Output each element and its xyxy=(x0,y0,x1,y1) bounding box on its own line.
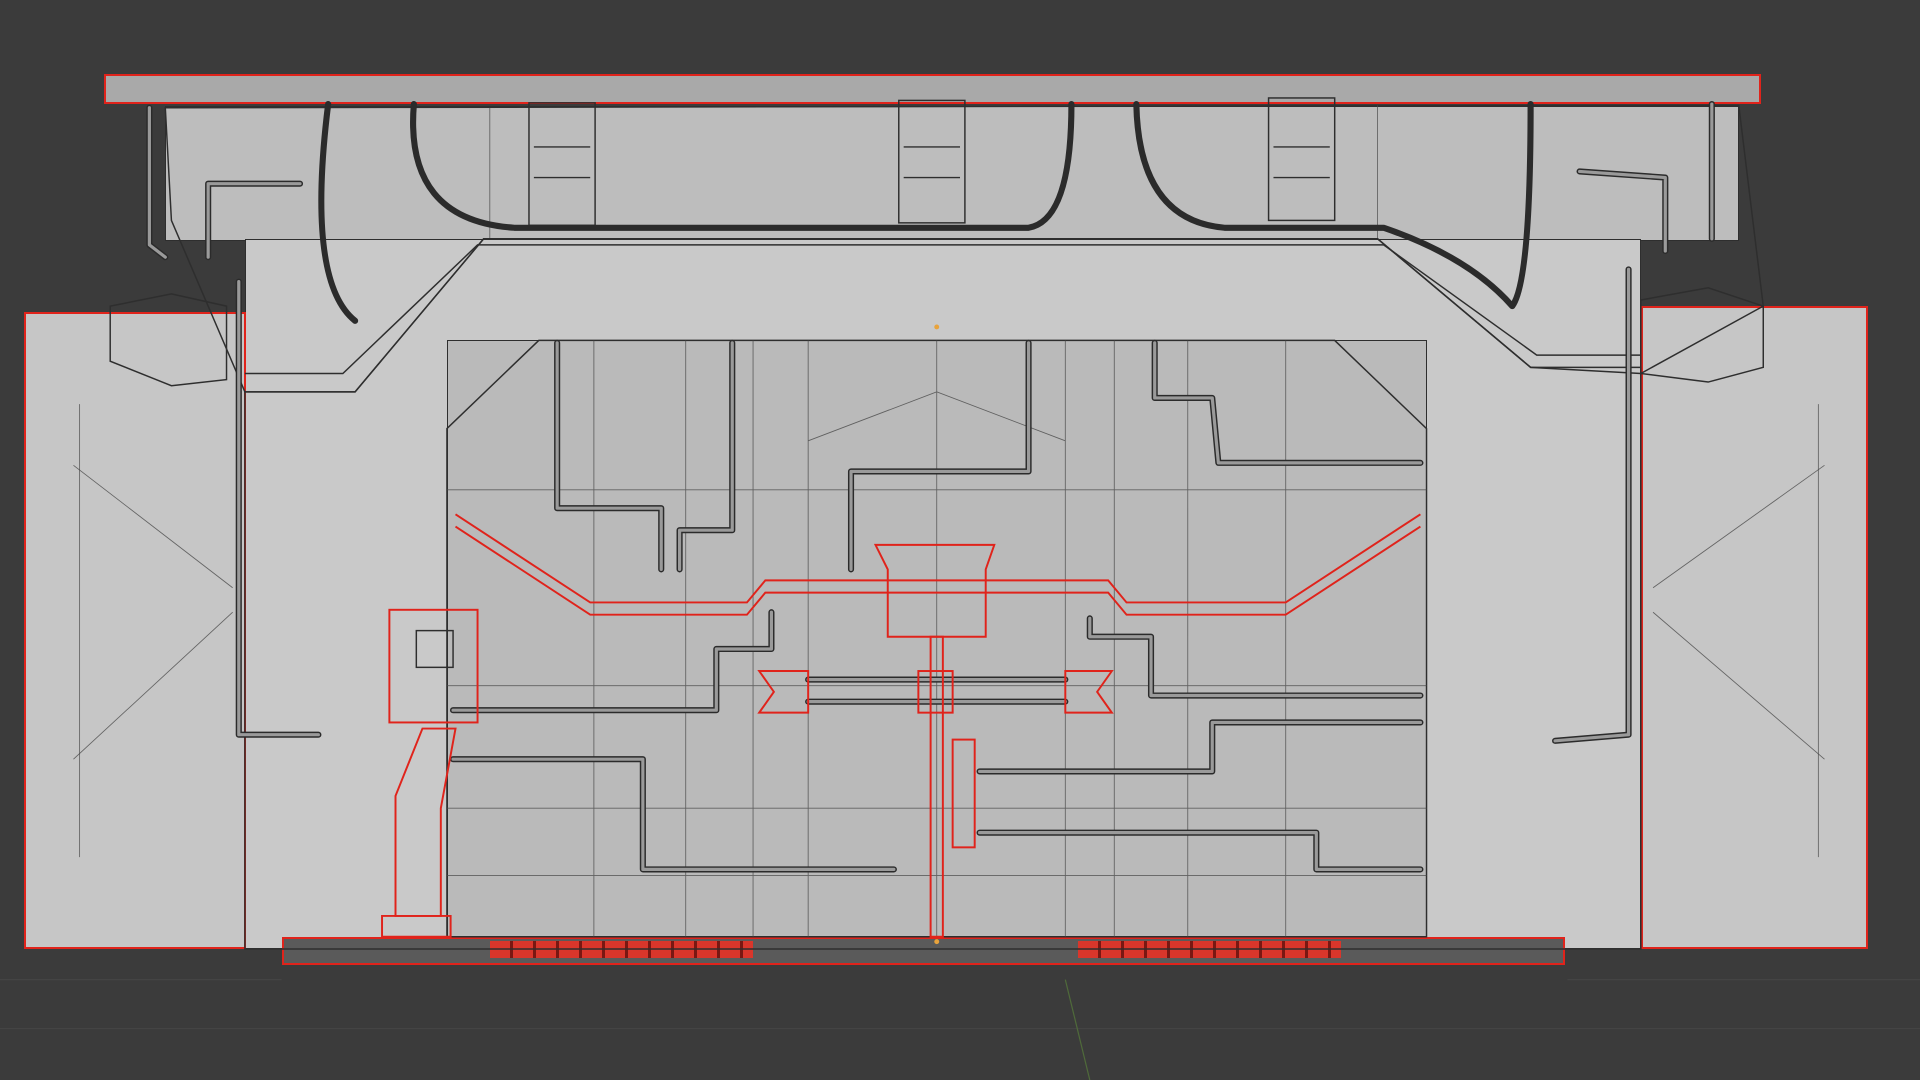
side-pipes xyxy=(109,101,1764,744)
pillar-wire xyxy=(73,404,1825,858)
center-mechanism xyxy=(757,543,1114,938)
hanging-cables xyxy=(318,101,1534,324)
origin-point xyxy=(934,324,940,330)
door-frame-wire xyxy=(244,238,1642,950)
floor-grid xyxy=(0,978,1920,1080)
door-panel-wire xyxy=(446,339,1428,938)
top-lintel xyxy=(104,74,1761,104)
door-pipes xyxy=(450,339,1424,873)
upper-panel xyxy=(165,106,1739,241)
red-trim-band xyxy=(454,513,1421,616)
top-columns xyxy=(528,97,1336,227)
control-panel xyxy=(381,608,479,938)
origin-point xyxy=(934,939,940,945)
right-pillar xyxy=(1641,306,1868,949)
